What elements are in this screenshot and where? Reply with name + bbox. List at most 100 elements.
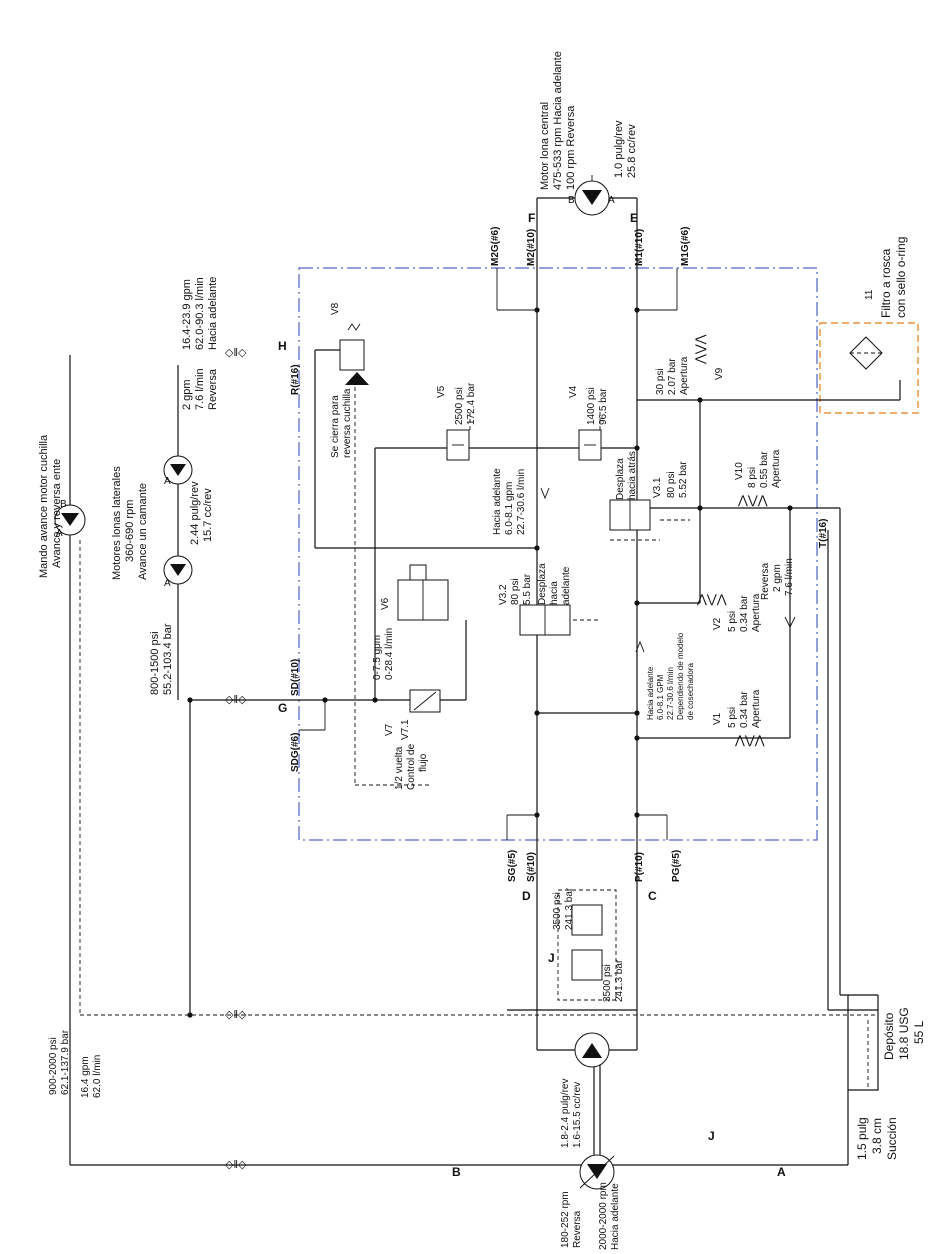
port-sg: SG(#5)	[507, 850, 518, 882]
tank-symbol	[847, 995, 879, 1091]
side-motor-port-a1: A	[164, 578, 171, 589]
port-r: R(#16)	[290, 364, 301, 395]
valve-v4-body	[578, 429, 602, 461]
v32-m2: hacia	[549, 581, 560, 605]
letter-e: E	[630, 211, 638, 225]
filter-symbol	[849, 336, 883, 370]
quick-couplers: ◇ǁ◇ ◇ǁ◇ ◇ǁ◇ ◇ǁ◇	[225, 347, 247, 1171]
svg-text:⋀⋁⋀: ⋀⋁⋀	[693, 334, 707, 365]
letter-j1: J	[548, 951, 555, 965]
relief-block-j	[557, 889, 617, 1001]
check-valves: ⋀⋁⋀ ⋀⋁⋀ ⋀⋁⋀ ⋀⋁⋀	[693, 334, 768, 747]
bottom-pump-d2: 1.6-15.5 cc/rev	[572, 1082, 583, 1148]
v4-l2: 96.5 bar	[598, 388, 609, 425]
v7-c3: flujo	[418, 753, 429, 772]
tank-l1: Depósito	[882, 1012, 896, 1060]
v9-l3: Apertura	[679, 356, 690, 395]
letter-j2: J	[708, 1129, 715, 1143]
fwd-flow2-l3: 22.7-30.6 l/min	[666, 667, 675, 720]
fwd-flow2-l2: 6.0-8.1 GPM	[656, 674, 665, 720]
port-pg: PG(#5)	[671, 850, 682, 882]
v4-tag: V4	[568, 385, 579, 398]
relief-bot-l1: 3500 psi	[602, 964, 613, 1002]
v31-tag: V3.1	[652, 477, 663, 498]
center-motor-disp2: 25.8 cc/rev	[626, 124, 638, 178]
v1-l1: 5 psi	[727, 707, 738, 728]
v8-l2: reversa cuchilla	[342, 388, 353, 458]
v8-tag: V8	[330, 302, 341, 315]
port-sd: SD(#10)	[290, 659, 301, 696]
rev-flow-l3: 7.6 l/min	[784, 558, 795, 596]
valve-v31-body	[609, 499, 651, 531]
svg-text:◇ǁ◇: ◇ǁ◇	[225, 1159, 247, 1171]
v1-tag: V1	[712, 712, 723, 725]
svg-text:⋀⋁⋀: ⋀⋁⋀	[737, 493, 768, 507]
letter-a: A	[777, 1165, 786, 1179]
side-rev-l1: 2 gpm	[181, 379, 193, 410]
bottom-pump-d1: 1.8-2.4 pulg/rev	[560, 1079, 571, 1149]
svg-text:◇ǁ◇: ◇ǁ◇	[225, 694, 247, 706]
v7-tag: V7	[384, 723, 395, 736]
v5-tag: V5	[436, 385, 447, 398]
relief-top-l2: 241.3 bar	[564, 887, 575, 930]
side-disp-l1: 2.44 pulg/rev	[189, 481, 201, 545]
v31-l2: 5.52 bar	[678, 461, 689, 498]
fwd-flow-l2: 6.0-8.1 gpm	[504, 482, 515, 535]
v5-l1: 2500 psi	[454, 387, 465, 425]
v7-f1: 0-7.5 gpm	[372, 635, 383, 680]
fwd-flow2-l5: de cosechadora	[686, 663, 695, 720]
junctions	[187, 307, 793, 1018]
letter-g: G	[278, 701, 287, 715]
tank-l3: 55 L	[912, 1020, 926, 1044]
side-rev-l3: Reversa	[207, 368, 219, 410]
side-motors-l1: Motores lonas laterales	[111, 466, 123, 580]
port-t: T(#16)	[818, 519, 829, 548]
port-m1: M1(#10)	[634, 229, 645, 266]
v10-tag: V10	[734, 462, 745, 480]
svg-text:⋀⋁⋀: ⋀⋁⋀	[734, 733, 765, 747]
v7-c1: 1/2 vuelta	[394, 746, 405, 790]
center-motor-disp1: 1.0 pulg/rev	[613, 120, 625, 178]
v31-m2: hacia atrás	[627, 451, 638, 500]
port-m1g: M1G(#6)	[680, 227, 691, 266]
filter-l2: con sello o-ring	[894, 237, 908, 318]
center-motor-l1: Motor lona central	[539, 102, 551, 190]
rev-flow-l1: Reversa	[760, 562, 771, 600]
v6-tag: V6	[380, 597, 391, 610]
letter-d: D	[522, 889, 531, 903]
valve-v6-body	[397, 564, 449, 621]
letter-f: F	[528, 211, 535, 225]
side-motor-2-symbol	[163, 555, 193, 585]
center-motor-port-b: B	[568, 195, 575, 206]
side-motor-1-symbol	[163, 455, 193, 485]
port-m2g: M2G(#6)	[490, 227, 501, 266]
tank-l2: 18.8 USG	[897, 1007, 911, 1060]
bottom-pump-f1: 2000-2000 rpm	[598, 1182, 609, 1250]
v32-tag: V3.2	[498, 584, 509, 605]
side-disp-l2: 15.7 cc/rev	[202, 488, 214, 542]
side-fwd-l2: 62.0-90.3 l/min	[194, 277, 206, 350]
bottom-pump-symbol	[574, 1032, 610, 1068]
side-fwd-l3: Hacia adelante	[207, 277, 219, 350]
v2-l1: 5 psi	[727, 611, 738, 632]
v1-l3: Apertura	[751, 689, 762, 728]
v10-l2: 0.55 bar	[759, 451, 770, 488]
top-left-label-1: Mando avance motor cuchilla	[38, 434, 50, 578]
v32-l2: 5.5 bar	[522, 573, 533, 605]
v2-l2: 0.34 bar	[739, 595, 750, 632]
valve-v8-body	[339, 323, 369, 385]
filter-tag: 11	[864, 289, 875, 300]
main-pump-f1: 16.4 gpm	[80, 1056, 91, 1098]
valve-block-boundary	[298, 267, 818, 841]
suction-l1: 1.5 pulg	[855, 1117, 869, 1160]
v9-l2: 2.07 bar	[667, 358, 678, 395]
port-s: S(#10)	[526, 852, 537, 882]
v2-tag: V2	[712, 617, 723, 630]
bottom-pump-r1: 180-252 rpm	[560, 1191, 571, 1248]
v31-l1: 80 psi	[666, 471, 677, 498]
v10-l1: 8 psi	[747, 467, 758, 488]
v71-tag: V7.1	[400, 719, 411, 740]
top-left-pump-symbol	[54, 504, 86, 536]
v10-l3: Apertura	[771, 449, 782, 488]
